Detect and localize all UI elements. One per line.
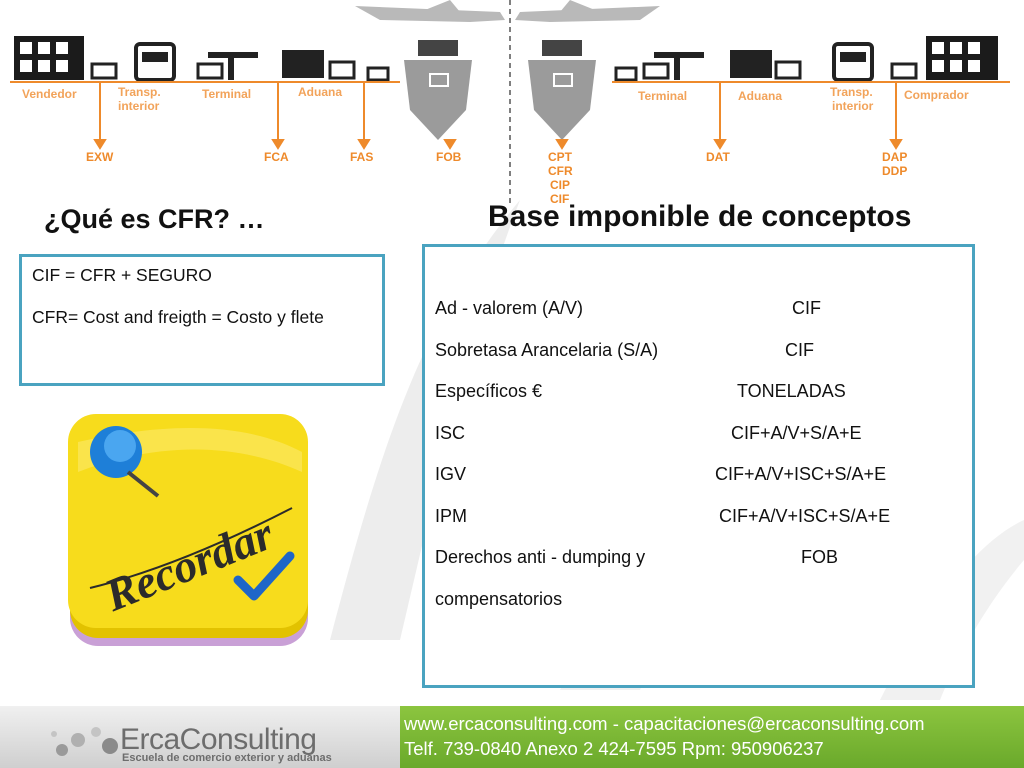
label-transp-right: Transp. bbox=[830, 85, 873, 99]
concept-base: CIF+A/V+S/A+E bbox=[731, 423, 862, 443]
terminal-crane-icon bbox=[196, 52, 258, 80]
concepts-heading: Base imponible de conceptos bbox=[488, 200, 912, 233]
cargo-box-icon bbox=[90, 62, 118, 80]
concept-row: IGV CIF+A/V+ISC+S/A+E bbox=[435, 464, 965, 488]
label-interior: interior bbox=[118, 99, 160, 113]
concept-label: Ad - valorem (A/V) bbox=[435, 298, 584, 318]
code-cip: CIP bbox=[550, 178, 570, 192]
label-transp: Transp. bbox=[118, 85, 161, 99]
cif-formula: CIF = CFR + SEGURO bbox=[32, 265, 212, 285]
footer-phones: Telf. 739-0840 Anexo 2 424-7595 Rpm: 950… bbox=[404, 738, 824, 759]
concept-row: Ad - valorem (A/V) CIF bbox=[435, 298, 965, 322]
code-fca: FCA bbox=[264, 150, 289, 164]
footer-brand-area bbox=[0, 706, 400, 768]
cargo-box-icon bbox=[890, 62, 918, 80]
concept-row: IPM CIF+A/V+ISC+S/A+E bbox=[435, 506, 965, 530]
label-aduana: Aduana bbox=[298, 85, 342, 99]
concept-row: compensatorios bbox=[435, 589, 965, 613]
customs-icon bbox=[730, 50, 802, 80]
concept-base: CIF+A/V+ISC+S/A+E bbox=[715, 464, 887, 484]
footer-web-email[interactable]: www.ercaconsulting.com - capacitaciones@… bbox=[404, 713, 925, 734]
truck-icon bbox=[832, 42, 874, 82]
concept-label: Derechos anti - dumping y bbox=[435, 547, 646, 567]
label-comprador: Comprador bbox=[904, 88, 969, 102]
concepts-table-box: Ad - valorem (A/V) CIF Sobretasa Arancel… bbox=[422, 244, 975, 688]
pushpin-icon bbox=[90, 426, 160, 498]
concept-base: CIF+A/V+ISC+S/A+E bbox=[719, 506, 891, 526]
code-cfr: CFR bbox=[548, 164, 573, 178]
cargo-box-icon bbox=[614, 66, 638, 82]
ship-icon bbox=[528, 40, 596, 140]
incoterms-diagram: Vendedor Transp. interior Terminal Aduan… bbox=[10, 0, 1010, 205]
code-dat: DAT bbox=[706, 150, 730, 164]
label-aduana-right: Aduana bbox=[738, 89, 782, 103]
label-terminal: Terminal bbox=[202, 87, 251, 101]
concept-label: Sobretasa Arancelaria (S/A) bbox=[435, 340, 659, 360]
label-vendedor: Vendedor bbox=[22, 87, 77, 101]
code-ddp: DDP bbox=[882, 164, 907, 178]
customs-icon bbox=[282, 50, 356, 80]
brand-tagline: Escuela de comercio exterior y aduanas bbox=[122, 752, 332, 764]
concept-label: compensatorios bbox=[435, 589, 563, 609]
code-dap: DAP bbox=[882, 150, 907, 164]
footer-contact-area bbox=[400, 706, 1024, 768]
concept-base: TONELADAS bbox=[737, 381, 846, 401]
concept-base: CIF bbox=[785, 340, 814, 360]
concept-label: Específicos € bbox=[435, 381, 543, 401]
concept-row: Derechos anti - dumping y FOB bbox=[435, 547, 965, 571]
concept-row: ISC CIF+A/V+S/A+E bbox=[435, 423, 965, 447]
label-interior-right: interior bbox=[832, 99, 874, 113]
code-cif: CIF bbox=[550, 192, 569, 205]
ship-icon bbox=[404, 40, 472, 140]
concept-label: IPM bbox=[435, 506, 468, 526]
airplane-icon bbox=[515, 0, 660, 22]
concept-row: Específicos € TONELADAS bbox=[435, 381, 965, 405]
terminal-crane-icon bbox=[642, 52, 704, 80]
truck-icon bbox=[134, 42, 176, 82]
cfr-definition-box: CIF = CFR + SEGURO CFR= Cost and freigth… bbox=[19, 254, 385, 386]
cfr-definition: CFR= Cost and freigth = Costo y flete bbox=[32, 307, 324, 327]
airplane-icon bbox=[355, 0, 505, 22]
cargo-box-icon bbox=[366, 66, 390, 82]
recordar-note-icon: Recordar bbox=[68, 414, 308, 646]
checkmark-icon bbox=[233, 551, 295, 601]
cfr-heading: ¿Qué es CFR? … bbox=[44, 204, 265, 234]
label-terminal-right: Terminal bbox=[638, 89, 687, 103]
concept-label: IGV bbox=[435, 464, 467, 484]
code-exw: EXW bbox=[86, 150, 114, 164]
concept-label: ISC bbox=[435, 423, 466, 443]
concept-base: FOB bbox=[801, 547, 839, 567]
code-fas: FAS bbox=[350, 150, 373, 164]
code-cpt: CPT bbox=[548, 150, 573, 164]
code-fob: FOB bbox=[436, 150, 462, 164]
buyer-building-icon bbox=[926, 36, 998, 80]
concept-base: CIF bbox=[792, 298, 821, 318]
brand-logo-icon bbox=[51, 727, 118, 756]
seller-building-icon bbox=[14, 36, 84, 80]
brand-name: ErcaConsulting bbox=[120, 723, 317, 756]
concept-row: Sobretasa Arancelaria (S/A) CIF bbox=[435, 340, 965, 364]
